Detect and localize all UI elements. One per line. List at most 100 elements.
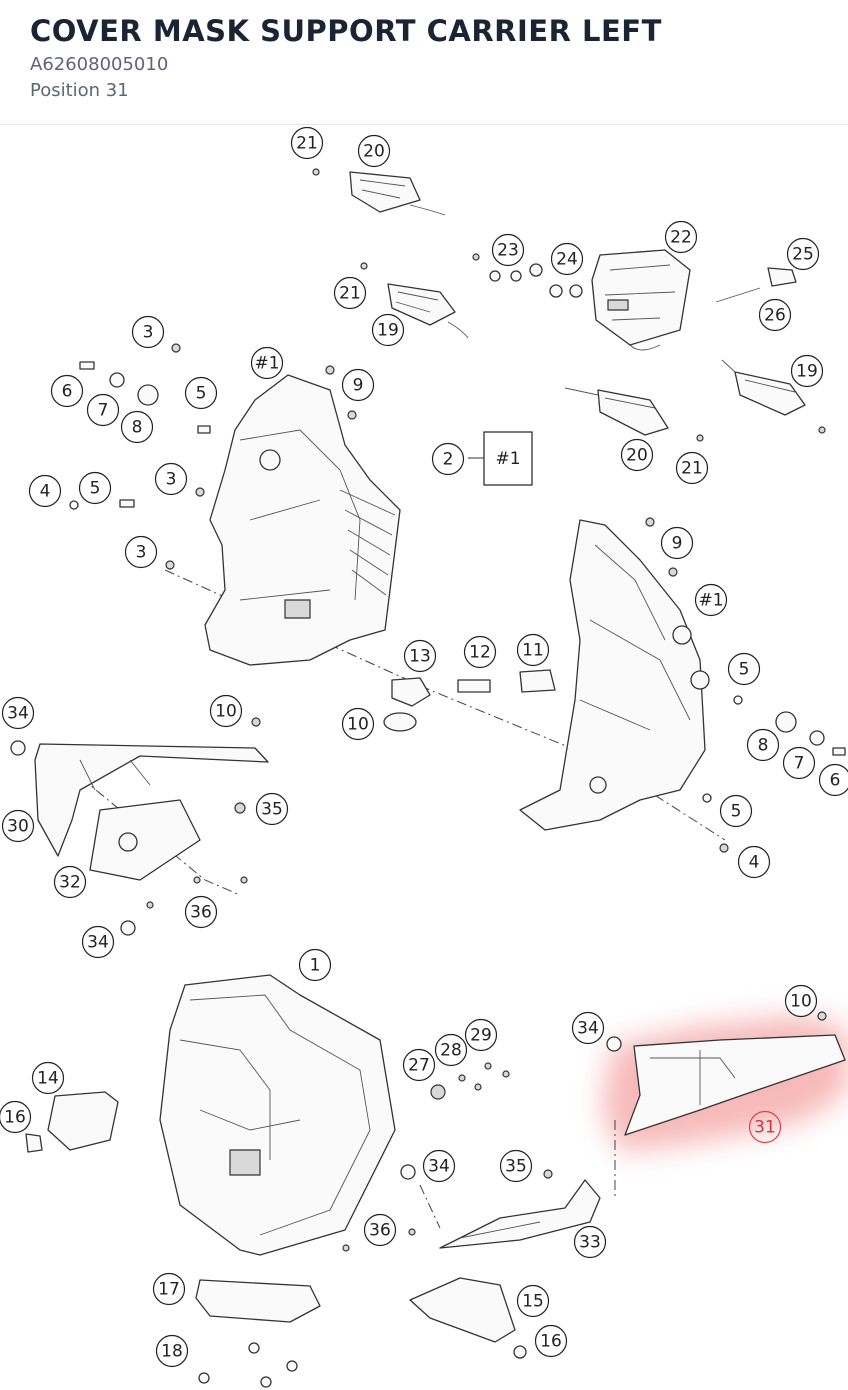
callout-circle xyxy=(784,984,818,1018)
part-header: COVER MASK SUPPORT CARRIER LEFT A6260800… xyxy=(0,0,848,125)
callout-label: 17 xyxy=(158,1280,180,1300)
callout-label: 15 xyxy=(522,1292,544,1312)
callout-circle xyxy=(78,471,112,505)
callout-circle xyxy=(86,393,120,427)
turn-signal-front-right xyxy=(721,359,806,416)
callout-label: 21 xyxy=(681,459,703,479)
callout-circle xyxy=(290,126,324,160)
callout-label: 13 xyxy=(409,647,431,667)
cover-carrier-right xyxy=(10,717,269,936)
callout-label: 34 xyxy=(87,933,109,953)
callout-circle xyxy=(155,1334,189,1368)
callout-30-c30: 30 xyxy=(1,809,35,843)
callout-circle xyxy=(154,462,188,496)
callout-label: 29 xyxy=(470,1026,492,1046)
turn-signal-rear-right xyxy=(387,283,469,339)
callout-circle xyxy=(333,276,367,310)
callout-3-c3c: 3 xyxy=(124,535,158,569)
callout-label: 24 xyxy=(556,250,578,270)
callout-label: 6 xyxy=(830,771,841,791)
callout-label: 10 xyxy=(215,702,237,722)
callout-label: 4 xyxy=(749,853,760,873)
callout-label: 9 xyxy=(353,376,364,396)
plate-light xyxy=(715,267,797,303)
callout-label: 12 xyxy=(469,643,491,663)
callout-circle xyxy=(516,633,550,667)
tail-light xyxy=(591,249,691,351)
callout-21-c21b: 21 xyxy=(333,276,367,310)
callout-35-c35a: 35 xyxy=(255,792,289,826)
callout-4-c4b: 4 xyxy=(737,845,771,879)
callout-circle xyxy=(790,354,824,388)
headlight-mask xyxy=(159,974,396,1256)
callout-label: #1 xyxy=(254,354,279,374)
callout-13-c13: 13 xyxy=(403,639,437,673)
callout-label: 16 xyxy=(540,1332,562,1352)
callout-3-c3a: 3 xyxy=(131,315,165,349)
callout-label: 14 xyxy=(37,1069,59,1089)
callout-circle xyxy=(53,865,87,899)
callout-label: 2 xyxy=(443,450,454,470)
callout-26-c26: 26 xyxy=(758,298,792,332)
callout-circle xyxy=(534,1324,568,1358)
callout-11-c11: 11 xyxy=(516,633,550,667)
callout-circle xyxy=(50,374,84,408)
mask-support-frame-right xyxy=(519,517,710,831)
callout-22-c22: 22 xyxy=(664,220,698,254)
callout-16-c16a: 16 xyxy=(0,1100,32,1134)
cover-mask-support-carrier-left xyxy=(606,1011,846,1136)
callout-circle xyxy=(341,707,375,741)
callout-circle xyxy=(786,237,820,271)
callout-circle xyxy=(694,583,728,617)
callout-label: 6 xyxy=(62,382,73,402)
callout-25-c25: 25 xyxy=(786,237,820,271)
callout-2-c2: 2 xyxy=(431,442,465,476)
fasteners-left xyxy=(69,343,357,570)
callout-circle xyxy=(403,639,437,673)
callout-8-c8a: 8 xyxy=(120,410,154,444)
callout-circle xyxy=(152,1272,186,1306)
callout-circle xyxy=(298,948,332,982)
callout-circle xyxy=(550,242,584,276)
callout-36-c36b: 36 xyxy=(363,1213,397,1247)
callout-label: 5 xyxy=(90,479,101,499)
callout-14-c14: 14 xyxy=(31,1061,65,1095)
callout-label: 4 xyxy=(40,482,51,502)
callout-21-c21c: 21 xyxy=(675,451,709,485)
callout-label: 35 xyxy=(505,1157,527,1177)
callout-label: 34 xyxy=(577,1019,599,1039)
callout-circle xyxy=(664,220,698,254)
callout-circle xyxy=(120,410,154,444)
callout-circle xyxy=(782,746,816,780)
callout-label: 30 xyxy=(7,817,29,837)
callout-circle xyxy=(371,313,405,347)
callout-circle xyxy=(434,1033,468,1067)
callout-label: 3 xyxy=(136,543,147,563)
callout-circle xyxy=(1,809,35,843)
callout-12-c12: 12 xyxy=(463,635,497,669)
callout-10-c10b: 10 xyxy=(341,707,375,741)
callout-9-c9a: 9 xyxy=(341,368,375,402)
callout-label: 21 xyxy=(339,284,361,304)
callout-8-c8b: 8 xyxy=(746,728,780,762)
callout-ref-1-c1b: #1 xyxy=(694,583,728,617)
callout-circle xyxy=(748,1110,782,1144)
reference-box: #1 xyxy=(483,431,533,486)
callout-circle xyxy=(516,1284,550,1318)
callout-18-c18: 18 xyxy=(155,1334,189,1368)
callout-31-c31: 31 xyxy=(748,1110,782,1144)
callout-circle xyxy=(255,792,289,826)
callout-19-c19b: 19 xyxy=(790,354,824,388)
callout-circle xyxy=(1,696,35,730)
callout-circle xyxy=(28,474,62,508)
callout-circle xyxy=(573,1225,607,1259)
callout-circle xyxy=(719,794,753,828)
callout-6-c6b: 6 xyxy=(818,763,848,797)
callout-label: 33 xyxy=(579,1233,601,1253)
callout-34-c34b: 34 xyxy=(81,925,115,959)
callout-circle xyxy=(675,451,709,485)
callout-34-c34c: 34 xyxy=(571,1011,605,1045)
callout-circle xyxy=(431,442,465,476)
turn-signal-front-left xyxy=(564,387,669,436)
